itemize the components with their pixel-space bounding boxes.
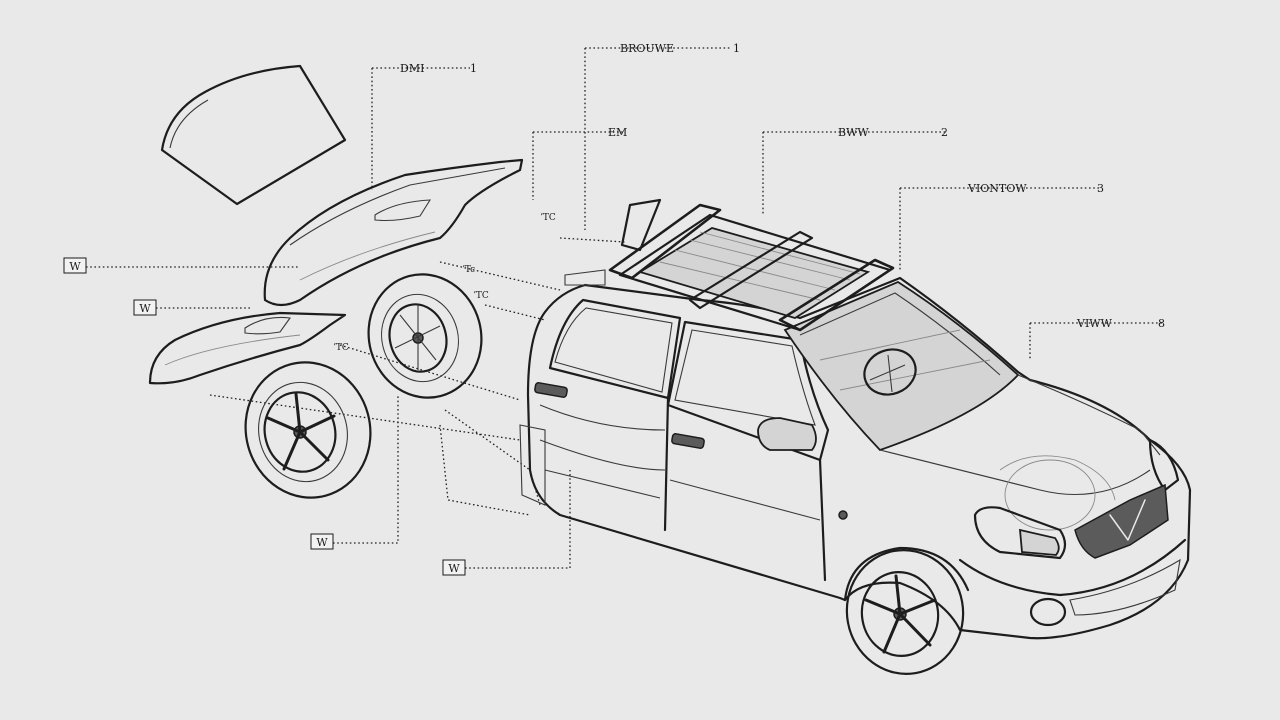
small-marks: ʼTC ʼTc ʼTC ʼTC [333,213,556,353]
hood-panel-part [263,158,524,307]
tag-box-b3 [310,533,334,550]
callout-c2-text: BROUWE [620,42,674,55]
spare-wheel-upper [367,273,483,399]
tag-b4-text: W [448,562,460,575]
tag-box-b1 [63,257,87,274]
fender-panel-part [148,311,347,385]
callout-labels: DMI 1 BROUWE 1 EM BWW 2 VIONTOW 3 VIWW 8 [400,42,1165,330]
leader-b4 [465,470,571,569]
callout-c1-num: 1 [470,62,477,75]
car-body [519,198,1192,640]
tag-b3-text: W [316,536,328,549]
mark-m4: ʼTC [333,343,349,353]
callout-c5-text: VIONTOW [967,182,1027,195]
guide-2 [439,261,561,291]
leader-b3 [333,395,399,544]
guide-6 [444,409,541,506]
callout-c4-num: 2 [941,126,948,139]
tag-box-b2 [133,299,157,316]
front-wheel [845,549,965,675]
callout-c2-num: 1 [733,42,740,55]
tag-box-b4 [442,559,466,576]
callout-c6-num: 8 [1158,317,1165,330]
callout-c6-text: VIWW [1076,317,1113,330]
wheel-lower-left [244,361,372,499]
mark-m2: ʼTc [462,265,475,275]
guide-7 [439,424,531,516]
callout-c3-text: EM [608,126,627,139]
mark-m3: ʼTC [473,291,489,301]
guide-5 [339,344,521,401]
leader-lines [86,47,1162,569]
callout-c5-num: 3 [1097,182,1104,195]
guide-3 [484,304,546,321]
boxed-tags: W W W W [63,257,466,576]
tag-b2-text: W [139,302,151,315]
mark-m1: ʼTC [540,213,556,223]
guide-1 [559,237,626,243]
windshield-glass-part [160,64,347,206]
callout-c1-text: DMI [400,62,424,75]
tag-b1-text: W [69,260,81,273]
callout-c4-text: BWW [838,126,869,139]
guide-4 [209,394,521,441]
